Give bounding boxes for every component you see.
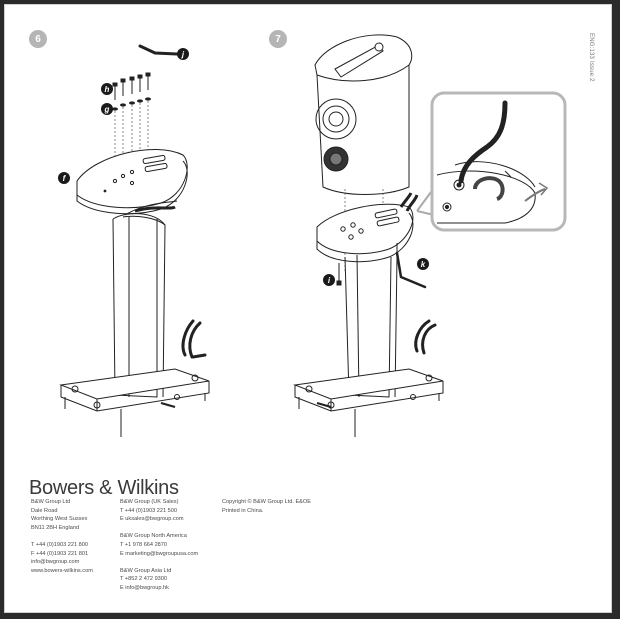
zoom-detail: [416, 91, 567, 232]
screw-i: [336, 263, 342, 286]
speaker: [314, 34, 413, 195]
na-email: E marketing@bwgroupusa.com: [120, 550, 199, 557]
allen-key-j: [138, 44, 179, 56]
address-line: BN11 2BH England: [31, 524, 80, 531]
address-line: Dale Road: [31, 507, 58, 514]
callout-i: i: [323, 274, 335, 286]
uk-address-block: B&W Group Ltd Dale Road Worthing West Su…: [31, 498, 93, 575]
brand-logo: Bowers & Wilkins: [29, 477, 179, 499]
base-plate-7: [293, 368, 444, 437]
sales-contacts-block: B&W Group (UK Sales) T +44 (0)1903 221 5…: [120, 498, 198, 593]
na-title: B&W Group North America: [120, 533, 187, 540]
callout-k: k: [417, 258, 429, 270]
bolts-h: [112, 72, 151, 100]
uk-sales-phone: T +44 (0)1903 221 500: [120, 507, 177, 514]
fax-line: F +44 (0)1903 221 801: [31, 550, 89, 557]
callout-j: j: [177, 48, 189, 60]
step-6-badge: 6: [29, 30, 47, 48]
manual-page: 6 7 ENG:133 Issue 2: [4, 4, 612, 613]
assembly-illustration: [59, 34, 567, 437]
uk-sales-title: B&W Group (UK Sales): [120, 499, 179, 505]
copyright-text: Copyright © B&W Group Ltd. E&OE: [222, 499, 311, 505]
top-plate-f: [76, 149, 188, 215]
na-phone: T +1 978 664 2870: [120, 541, 168, 548]
top-plate-7: [316, 192, 419, 263]
website-line: www.bowers-wilkins.com: [31, 567, 93, 574]
asia-phone: T +852 2 472 9300: [120, 576, 168, 583]
issue-code: ENG:133 Issue 2: [588, 33, 594, 82]
asia-title: B&W Group Asia Ltd: [120, 567, 172, 574]
asia-email: E info@bwgroup.hk: [120, 584, 169, 591]
email-line: info@bwgroup.com: [31, 559, 80, 566]
step-7-badge: 7: [269, 30, 287, 48]
address-line: Worthing West Sussex: [31, 516, 88, 523]
base-plate-6: [59, 368, 210, 437]
stand-column-6: [112, 200, 178, 398]
callout-g: g: [101, 103, 113, 115]
legal-block: Copyright © B&W Group Ltd. E&OE Printed …: [222, 498, 311, 515]
phone-line: T +44 (0)1903 221 800: [31, 541, 88, 548]
printed-text: Printed in China.: [222, 507, 264, 514]
address-line: B&W Group Ltd: [31, 499, 71, 505]
callout-f: f: [58, 172, 70, 184]
uk-sales-email: E uksales@bwgroup.com: [120, 516, 184, 523]
callout-h: h: [101, 83, 113, 95]
washers-g: [112, 97, 151, 111]
